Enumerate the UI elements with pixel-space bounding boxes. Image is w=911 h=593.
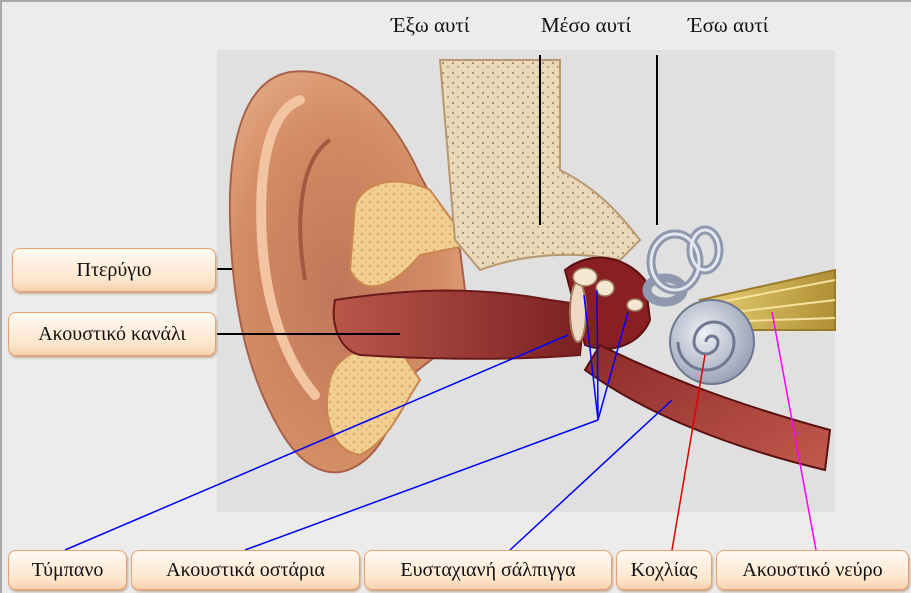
- auditory-nerve-label: Ακουστικό νεύρο: [716, 550, 909, 590]
- eustachian-tube-label: Ευσταχιανή σάλπιγγα: [364, 550, 612, 590]
- ossicles-pointer-2: [597, 290, 598, 420]
- stapes-shape: [627, 299, 643, 311]
- outer-ear-heading: Έξω αυτί: [391, 13, 470, 38]
- ear-canal-label: Ακουστικό κανάλι: [8, 312, 216, 356]
- middle-ear-heading: Μέσο αυτί: [541, 13, 631, 38]
- incus-shape: [596, 280, 614, 296]
- eardrum-label: Τύμπανο: [8, 550, 127, 590]
- ear-canal-shape: [334, 291, 585, 359]
- cochlea-label: Κοχλίας: [616, 550, 712, 590]
- eardrum-shape: [570, 282, 586, 342]
- pinna-label: Πτερύγιο: [12, 248, 216, 292]
- cochlea-shape: [670, 300, 754, 384]
- ossicles-label: Ακουστικά οστάρια: [131, 550, 360, 590]
- malleus-shape: [573, 268, 597, 286]
- inner-ear-heading: Έσω αυτί: [688, 13, 768, 38]
